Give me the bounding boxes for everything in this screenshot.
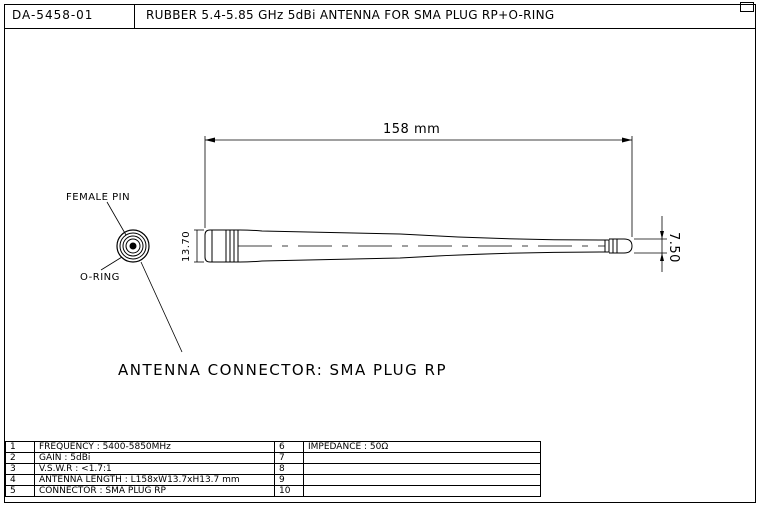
drawing-frame	[4, 4, 756, 503]
length-dimension	[204, 136, 633, 237]
tip-label: 7.50	[666, 232, 681, 263]
connector-caption: ANTENNA CONNECTOR: SMA PLUG RP	[118, 361, 448, 379]
row-number: 6	[274, 441, 304, 453]
spec-cell: FREQUENCY : 5400-5850MHz	[34, 441, 275, 453]
header-divider	[134, 4, 135, 29]
row-number: 5	[5, 485, 35, 497]
spec-cell	[303, 452, 541, 464]
spec-table: 1 FREQUENCY : 5400-5850MHz 6 IMPEDANCE :…	[5, 441, 541, 497]
spec-cell: V.S.W.R : <1.7:1	[34, 463, 275, 475]
row-number: 8	[274, 463, 304, 475]
table-row: 1 FREQUENCY : 5400-5850MHz 6 IMPEDANCE :…	[5, 441, 541, 453]
female-pin-leader	[106, 201, 127, 236]
female-pin-label: FEMALE PIN	[66, 192, 131, 203]
table-row: 5 CONNECTOR : SMA PLUG RP 10	[5, 485, 541, 497]
row-number: 9	[274, 474, 304, 486]
tip-dimension	[634, 216, 667, 272]
row-number: 2	[5, 452, 35, 464]
spec-cell: CONNECTOR : SMA PLUG RP	[34, 485, 275, 497]
arrow-left	[205, 137, 215, 143]
connector-end-view	[116, 229, 150, 263]
row-number: 10	[274, 485, 304, 497]
row-number: 3	[5, 463, 35, 475]
spec-cell: IMPEDANCE : 50Ω	[303, 441, 541, 453]
spec-cell	[303, 463, 541, 475]
row-number: 7	[274, 452, 304, 464]
spec-cell: ANTENNA LENGTH : L158xW13.7xH13.7 mm	[34, 474, 275, 486]
spec-cell	[303, 485, 541, 497]
tip-arrow-bottom	[660, 253, 664, 261]
title-block	[4, 4, 756, 29]
drawing-title: RUBBER 5.4-5.85 GHz 5dBi ANTENNA FOR SMA…	[146, 8, 555, 22]
spec-cell	[303, 474, 541, 486]
arrow-right	[622, 137, 632, 143]
diameter-dimension	[194, 229, 204, 263]
connector-leader	[140, 261, 183, 353]
tip-arrow-top	[660, 231, 664, 239]
corner-mark	[740, 2, 754, 12]
spec-cell: GAIN : 5dBi	[34, 452, 275, 464]
o-ring-label: O-RING	[80, 272, 120, 283]
antenna-side-view	[204, 229, 633, 263]
row-number: 1	[5, 441, 35, 453]
table-row: 3 V.S.W.R : <1.7:1 8	[5, 463, 541, 475]
diameter-label: 13.70	[181, 230, 192, 262]
length-label: 158 mm	[383, 122, 441, 137]
part-number: DA-5458-01	[12, 8, 94, 22]
table-row: 2 GAIN : 5dBi 7	[5, 452, 541, 464]
o-ring-leader	[100, 256, 123, 271]
row-number: 4	[5, 474, 35, 486]
table-row: 4 ANTENNA LENGTH : L158xW13.7xH13.7 mm 9	[5, 474, 541, 486]
